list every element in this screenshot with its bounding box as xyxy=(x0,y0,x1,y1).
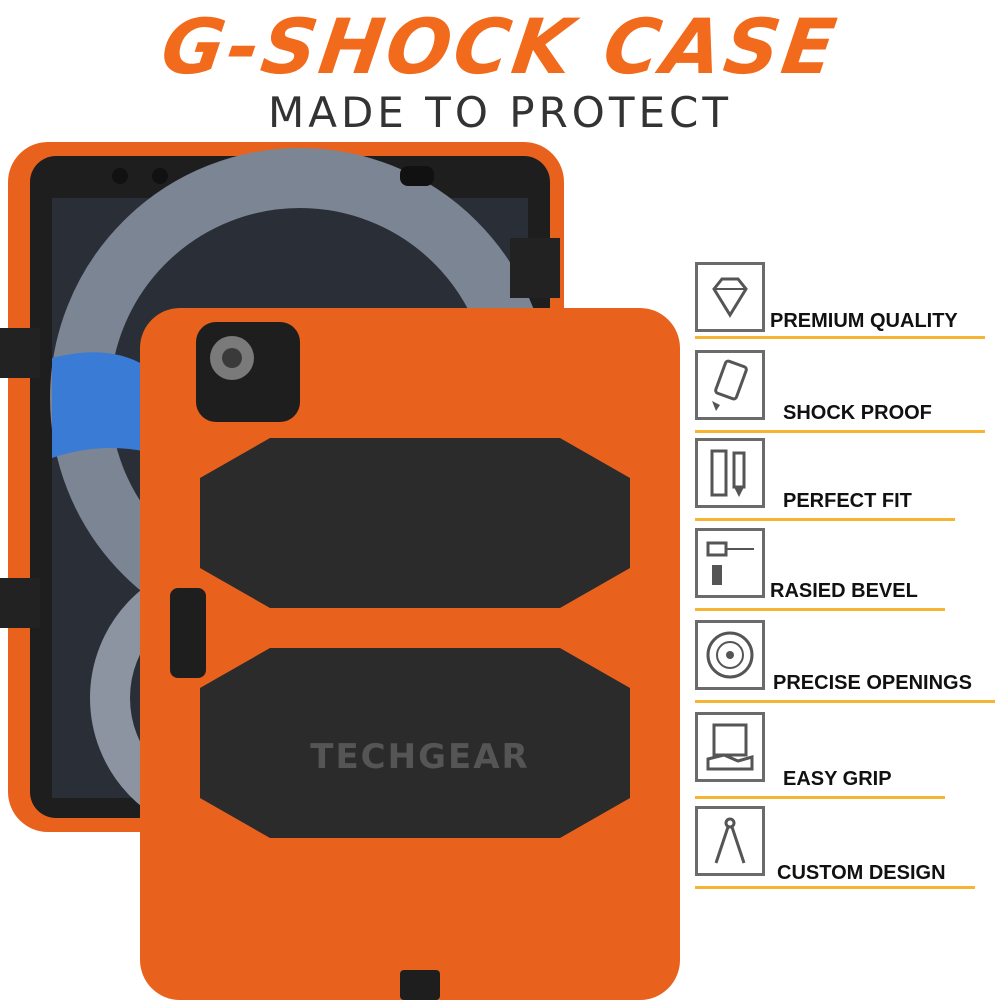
feature-rasied-bevel: RASIED BEVEL xyxy=(695,528,995,616)
case-back-view xyxy=(140,308,680,1000)
hand-grip-icon xyxy=(695,712,765,782)
shock-proof-icon xyxy=(695,350,765,420)
compass-icon xyxy=(695,806,765,876)
feature-label: RASIED BEVEL xyxy=(770,580,918,602)
feature-label: SHOCK PROOF xyxy=(783,402,932,424)
feature-rule xyxy=(695,608,945,611)
feature-precise-openings: PRECISE OPENINGS xyxy=(695,620,995,708)
ruler-pencil-icon xyxy=(695,438,765,508)
feature-rule xyxy=(695,336,985,339)
feature-rule xyxy=(695,886,975,889)
product-image: TECHGEAR xyxy=(0,142,680,1000)
headline: G-SHOCK CASE xyxy=(156,2,844,91)
bevel-icon xyxy=(695,528,765,598)
feature-premium-quality: PREMIUM QUALITY xyxy=(695,262,995,350)
subheadline: MADE TO PROTECT xyxy=(267,88,732,137)
feature-rule xyxy=(695,700,995,703)
feature-perfect-fit: PERFECT FIT xyxy=(695,438,995,526)
feature-custom-design: CUSTOM DESIGN xyxy=(695,806,995,894)
feature-shock-proof: SHOCK PROOF xyxy=(695,350,995,438)
feature-easy-grip: EASY GRIP xyxy=(695,712,995,800)
feature-label: CUSTOM DESIGN xyxy=(777,862,946,884)
diamond-icon xyxy=(695,262,765,332)
feature-rule xyxy=(695,796,945,799)
feature-label: EASY GRIP xyxy=(783,768,892,790)
feature-label: PREMIUM QUALITY xyxy=(770,310,958,332)
brand-logo: TECHGEAR xyxy=(310,737,529,777)
feature-label: PRECISE OPENINGS xyxy=(773,672,972,694)
feature-rule xyxy=(695,518,955,521)
feature-rule xyxy=(695,430,985,433)
target-icon xyxy=(695,620,765,690)
feature-label: PERFECT FIT xyxy=(783,490,912,512)
